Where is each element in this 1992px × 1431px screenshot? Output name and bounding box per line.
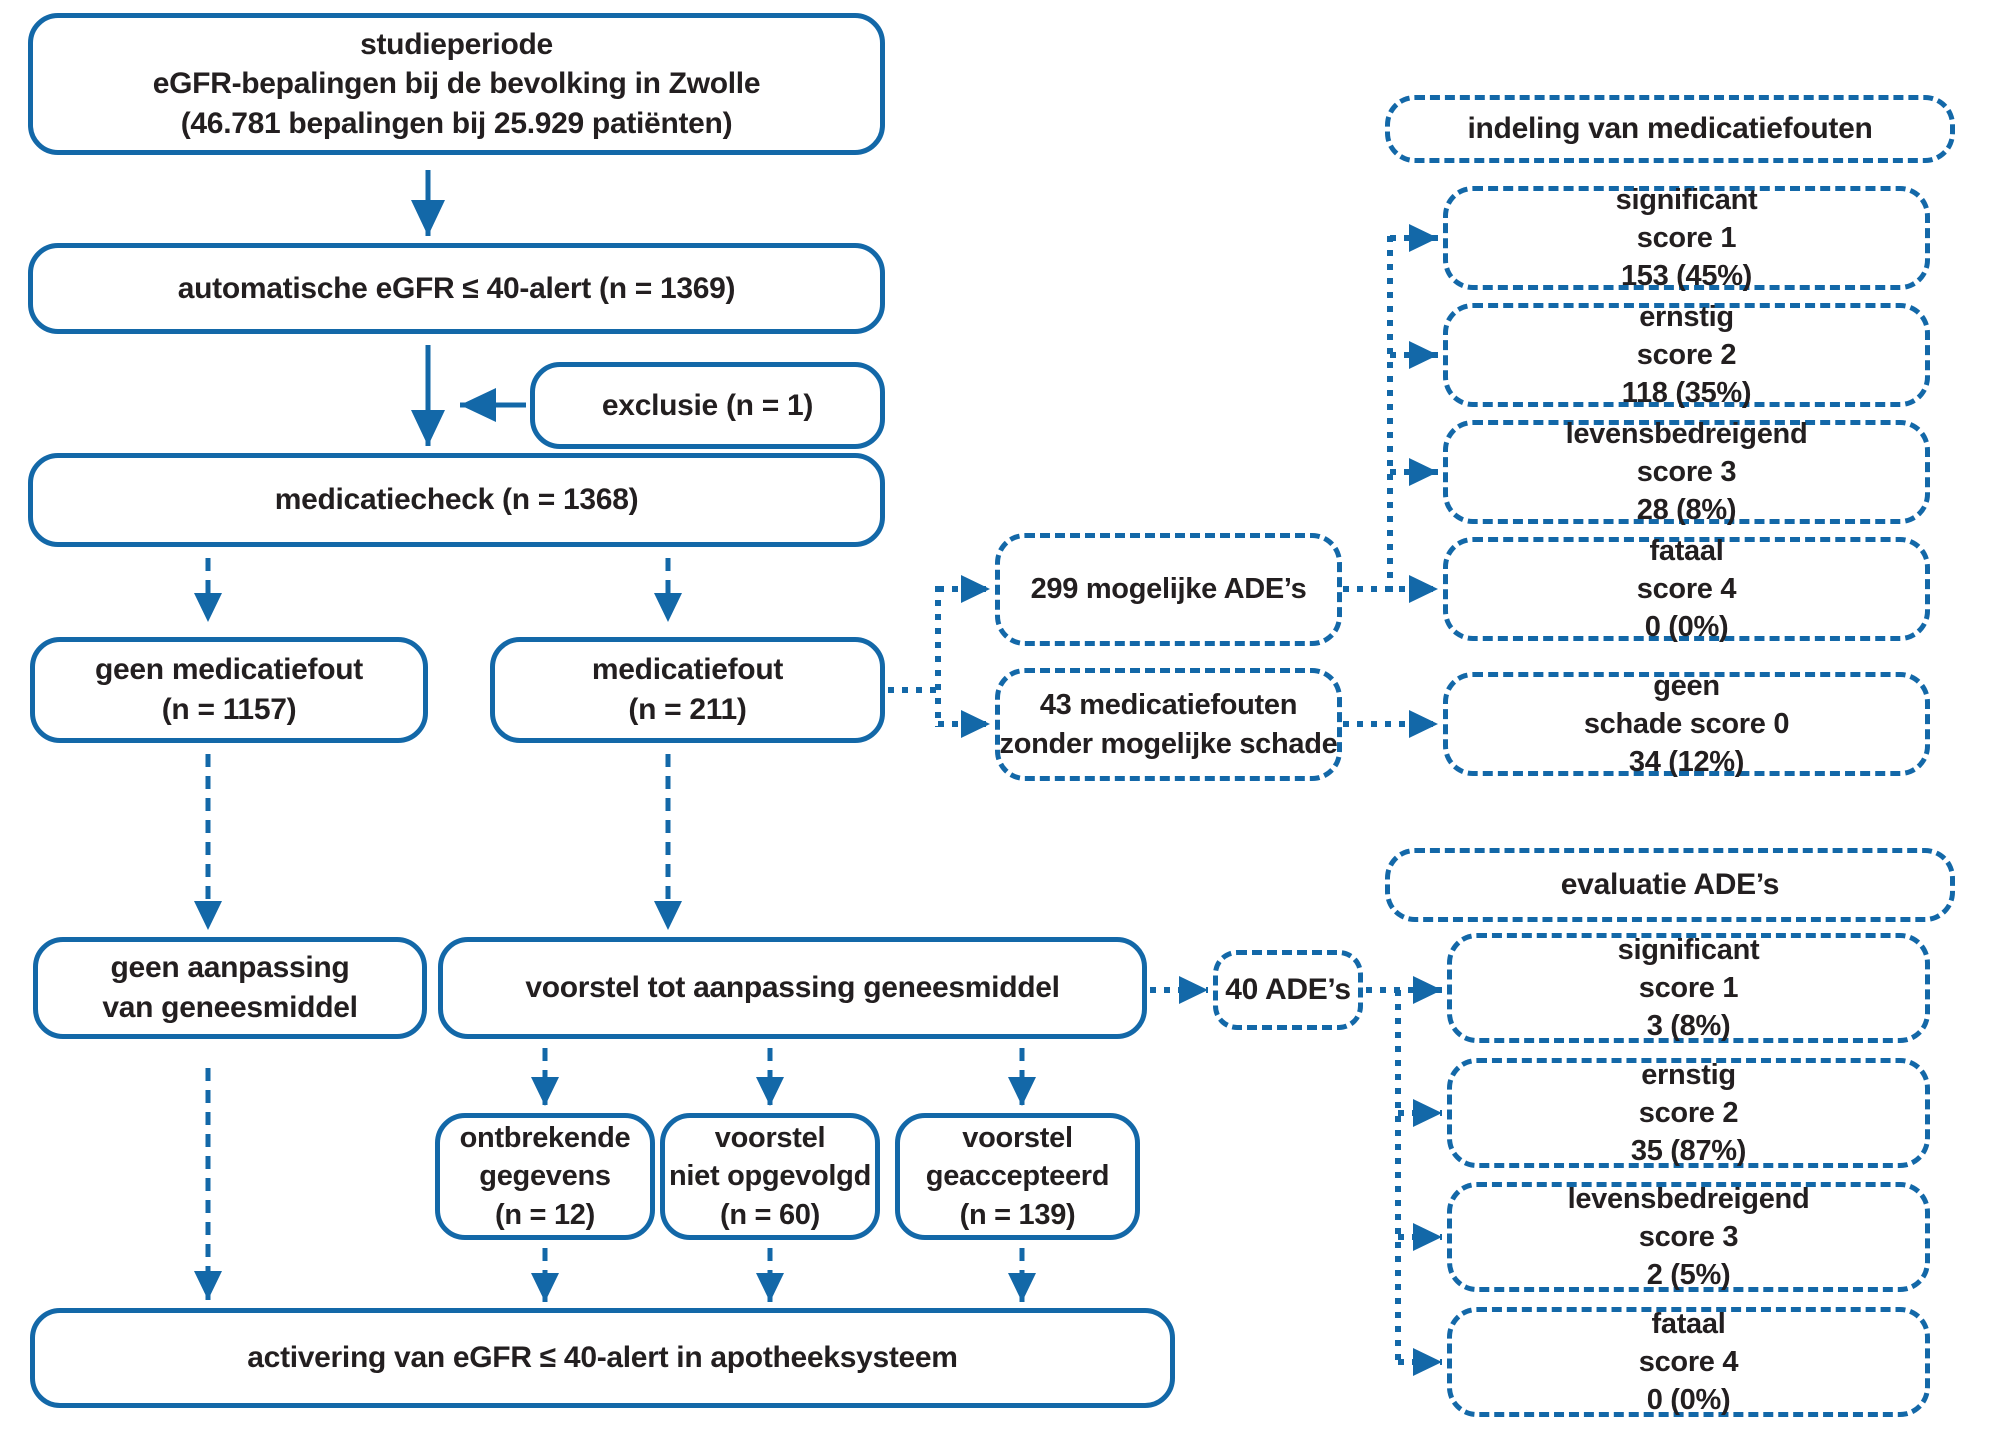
box-line: geen	[1653, 669, 1720, 702]
box-activering: activering van eGFR ≤ 40-alert in apothe…	[30, 1308, 1175, 1408]
box-medicatiefout: medicatiefout (n = 211)	[490, 637, 885, 743]
box-line: ontbrekende	[459, 1122, 631, 1155]
box-line: (46.781 bepalingen bij 25.929 patiënten)	[180, 106, 733, 140]
box-evaluatie-header: evaluatie ADE’s	[1385, 848, 1955, 922]
box-line: geaccepteerd	[925, 1160, 1110, 1193]
box-voorstel-aanpassing: voorstel tot aanpassing geneesmiddel	[438, 937, 1147, 1039]
box-egfr-alert: automatische eGFR ≤ 40-alert (n = 1369)	[28, 243, 885, 334]
box-geen-medicatiefout: geen medicatiefout (n = 1157)	[30, 637, 428, 743]
box-line: 118 (35%)	[1621, 377, 1752, 410]
box-line: medicatiecheck (n = 1368)	[274, 483, 639, 517]
box-line: (n = 139)	[959, 1198, 1076, 1231]
box-40-ades: 40 ADE’s	[1213, 950, 1363, 1030]
solid-arrows	[411, 170, 526, 446]
box-line: medicatiefout	[591, 653, 784, 687]
box-line: indeling van medicatiefouten	[1467, 112, 1873, 146]
box-line: niet opgevolgd	[668, 1160, 871, 1193]
box-line: fataal	[1649, 534, 1724, 567]
box-line: 28 (8%)	[1636, 494, 1737, 527]
box-line: 299 mogelijke ADE’s	[1030, 573, 1307, 606]
box-line: (n = 12)	[495, 1198, 595, 1231]
box-line: score 4	[1636, 572, 1737, 605]
box-line: score 2	[1638, 1096, 1739, 1129]
box-line: exclusie (n = 1)	[601, 388, 814, 422]
box-line: levensbedreigend	[1565, 417, 1808, 450]
box-line: (n = 1157)	[161, 693, 297, 726]
box-line: 0 (0%)	[1646, 1384, 1731, 1417]
box-line: 35 (87%)	[1630, 1135, 1747, 1168]
box-line: gegevens	[479, 1160, 611, 1193]
box-line: score 3	[1636, 455, 1737, 488]
box-line: activering van eGFR ≤ 40-alert in apothe…	[247, 1341, 958, 1375]
box-evaluatie-significant: significant score 1 3 (8%)	[1447, 933, 1930, 1043]
box-line: (n = 211)	[628, 693, 747, 726]
box-ontbrekende-gegevens: ontbrekende gegevens (n = 12)	[435, 1113, 655, 1240]
box-line: score 4	[1638, 1345, 1739, 1378]
box-line: score 2	[1636, 338, 1737, 371]
box-line: schade score 0	[1583, 707, 1790, 740]
box-line: ernstig	[1639, 300, 1734, 333]
box-line: zonder mogelijke schade	[999, 727, 1338, 760]
box-evaluatie-ernstig: ernstig score 2 35 (87%)	[1447, 1058, 1930, 1168]
box-studieperiode: studieperiode eGFR-bepalingen bij de bev…	[28, 13, 885, 155]
box-geen-aanpassing: geen aanpassing van geneesmiddel	[33, 937, 427, 1039]
box-line: significant	[1617, 933, 1760, 966]
box-indeling-header: indeling van medicatiefouten	[1385, 95, 1955, 163]
box-line: ernstig	[1641, 1058, 1736, 1091]
box-line: 153 (45%)	[1620, 260, 1753, 293]
box-evaluatie-levensbedreigend: levensbedreigend score 3 2 (5%)	[1447, 1182, 1930, 1292]
box-line: fataal	[1651, 1307, 1726, 1340]
box-line: automatische eGFR ≤ 40-alert (n = 1369)	[177, 271, 736, 305]
box-line: 0 (0%)	[1644, 611, 1729, 644]
box-line: geen aanpassing	[110, 951, 350, 985]
box-fouten-zonder-schade: 43 medicatiefouten zonder mogelijke scha…	[995, 668, 1342, 781]
box-exclusie: exclusie (n = 1)	[530, 362, 885, 449]
box-medicatiecheck: medicatiecheck (n = 1368)	[28, 453, 885, 547]
box-voorstel-niet-opgevolgd: voorstel niet opgevolgd (n = 60)	[660, 1113, 880, 1240]
box-indeling-fataal: fataal score 4 0 (0%)	[1443, 535, 1930, 643]
box-line: studieperiode	[360, 27, 553, 61]
dotted-connectors	[888, 224, 1442, 1376]
box-line: levensbedreigend	[1567, 1182, 1810, 1215]
box-line: score 1	[1638, 971, 1739, 1004]
box-line: geen medicatiefout	[95, 653, 363, 687]
box-line: 3 (8%)	[1646, 1010, 1731, 1043]
dashed-arrows	[194, 558, 1036, 1302]
box-line: 2 (5%)	[1646, 1259, 1731, 1292]
box-mogelijke-ades: 299 mogelijke ADE’s	[995, 533, 1342, 646]
box-line: 43 medicatiefouten	[1039, 689, 1298, 722]
box-line: eGFR-bepalingen bij de bevolking in Zwol…	[152, 67, 761, 101]
box-line: score 1	[1636, 221, 1737, 254]
box-line: voorstel tot aanpassing geneesmiddel	[525, 971, 1060, 1005]
box-line: significant	[1615, 183, 1758, 216]
box-indeling-ernstig: ernstig score 2 118 (35%)	[1443, 301, 1930, 409]
box-line: van geneesmiddel	[102, 991, 358, 1024]
box-indeling-levensbedreigend: levensbedreigend score 3 28 (8%)	[1443, 418, 1930, 526]
box-voorstel-geaccepteerd: voorstel geaccepteerd (n = 139)	[895, 1113, 1140, 1240]
box-line: voorstel	[714, 1122, 826, 1155]
box-evaluatie-fataal: fataal score 4 0 (0%)	[1447, 1307, 1930, 1417]
box-line: (n = 60)	[720, 1198, 820, 1231]
box-line: 40 ADE’s	[1225, 973, 1351, 1007]
box-indeling-significant: significant score 1 153 (45%)	[1443, 184, 1930, 292]
box-line: voorstel	[962, 1122, 1073, 1155]
box-line: 34 (12%)	[1628, 746, 1745, 779]
box-indeling-geen-schade: geen schade score 0 34 (12%)	[1443, 670, 1930, 778]
box-line: evaluatie ADE’s	[1560, 868, 1780, 902]
box-line: score 3	[1638, 1220, 1739, 1253]
